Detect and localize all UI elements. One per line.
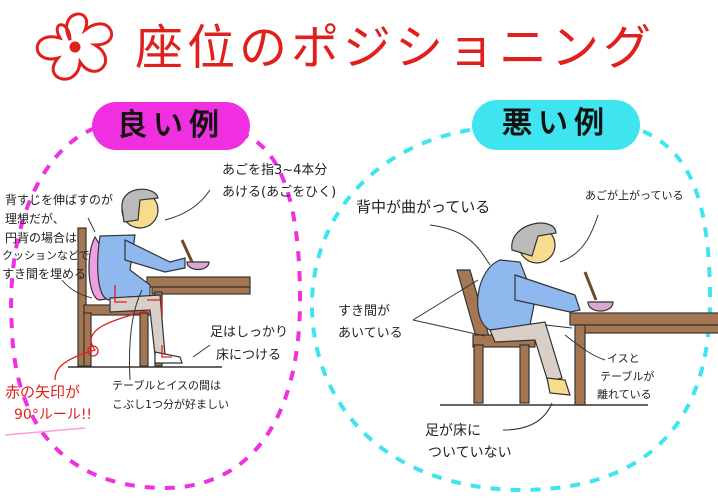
good-dashed-border xyxy=(9,126,303,491)
bad-note-back: 背中が曲がっている xyxy=(356,198,491,216)
bad-example-label: 悪い例 xyxy=(472,100,640,150)
good-note-back-4: クッションなどで xyxy=(2,249,90,262)
good-note-chin-2: あける(あごをひく) xyxy=(222,185,337,200)
good-note-chin-1: あごを指3~4本分 xyxy=(222,163,328,178)
bad-note-feet-2: ついていない xyxy=(428,445,512,461)
good-annotation-lines xyxy=(61,189,211,381)
good-note-feet-1: 足はしっかり xyxy=(210,325,289,340)
bad-annotation-lines xyxy=(412,214,606,431)
page-title: 座位のポジショニング xyxy=(135,20,656,76)
bad-note-gap-1: すき間が xyxy=(338,304,391,319)
good-note-rule-1: 赤の矢印が xyxy=(5,383,81,401)
good-note-back-3: 円背の場合は xyxy=(5,231,78,245)
bad-person xyxy=(477,222,614,396)
flower-icon xyxy=(35,12,114,81)
good-note-back-2: 理想だが、 xyxy=(5,212,65,226)
good-note-feet-2: 床につける xyxy=(216,348,282,363)
rule-underline xyxy=(4,427,86,436)
bad-dashed-border xyxy=(309,128,713,493)
bad-note-feet-1: 足が床に xyxy=(425,423,481,439)
good-example-label: 良い例 xyxy=(92,102,250,150)
bad-note-table-1: イスと xyxy=(607,352,640,365)
red-90-degree-arrows xyxy=(54,285,172,381)
good-note-back-1: 背すじを伸ばすのが xyxy=(5,193,114,207)
bad-note-table-3: 離れている xyxy=(597,388,652,401)
bad-note-chin: あごが上がっている xyxy=(585,189,684,202)
bad-note-gap-2: あいている xyxy=(338,326,403,341)
good-note-gap-2: こぶし1つ分が好ましい xyxy=(112,398,229,411)
good-note-rule-2: 90°ルール!! xyxy=(14,407,93,423)
good-note-back-5: すき間を埋める xyxy=(2,267,87,281)
good-person xyxy=(88,188,210,364)
bad-table xyxy=(569,312,718,406)
bad-note-table-2: テーブルが xyxy=(600,370,655,383)
good-note-gap-1: テーブルとイスの間は xyxy=(112,379,222,392)
